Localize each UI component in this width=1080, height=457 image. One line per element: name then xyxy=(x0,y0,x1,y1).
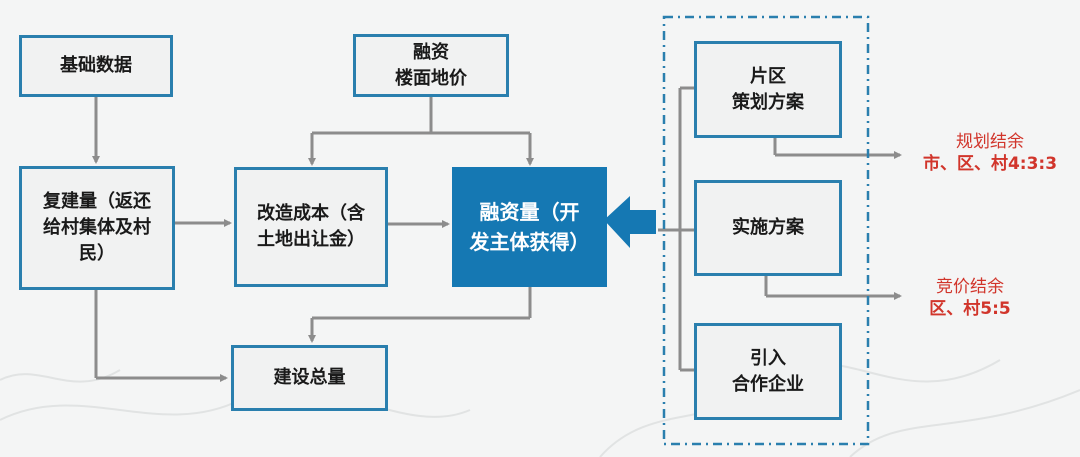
box-total-construction-label: 建设总量 xyxy=(273,367,346,388)
box-district-plan-label: 片区 策划方案 xyxy=(732,65,804,113)
box-financing-amount-label: 融资量（开 发主体获得） xyxy=(469,200,590,254)
note-bid-surplus: 竞价结余 区、村5:5 xyxy=(890,276,1050,320)
note-bid-surplus-title: 竞价结余 xyxy=(936,277,1004,297)
box-renovation-cost-label: 改造成本（含 土地出让金） xyxy=(257,203,365,250)
note-bid-surplus-ratio: 区、村5:5 xyxy=(929,299,1011,319)
box-financing-land-price-label: 融资 楼面地价 xyxy=(395,41,467,89)
box-rebuild-amount-label: 复建量（返还 给村集体及村 民） xyxy=(43,191,151,264)
box-basic-data: 基础数据 xyxy=(19,35,173,97)
box-implementation-plan-label: 实施方案 xyxy=(732,217,804,238)
box-total-construction: 建设总量 xyxy=(231,345,388,411)
box-introduce-partner-label: 引入 合作企业 xyxy=(732,347,804,395)
box-financing-land-price: 融资 楼面地价 xyxy=(353,34,509,97)
box-rebuild-amount: 复建量（返还 给村集体及村 民） xyxy=(19,166,175,290)
box-introduce-partner: 引入 合作企业 xyxy=(694,323,842,420)
left-arrow-icon xyxy=(604,196,656,248)
box-renovation-cost: 改造成本（含 土地出让金） xyxy=(234,167,388,287)
note-plan-surplus-ratio: 市、区、村4:3:3 xyxy=(922,154,1058,174)
box-financing-amount: 融资量（开 发主体获得） xyxy=(452,167,607,287)
box-district-plan: 片区 策划方案 xyxy=(694,41,842,138)
note-plan-surplus: 规划结余 市、区、村4:3:3 xyxy=(900,131,1080,175)
note-plan-surplus-title: 规划结余 xyxy=(956,132,1024,152)
box-basic-data-label: 基础数据 xyxy=(60,55,132,76)
box-implementation-plan: 实施方案 xyxy=(694,180,842,276)
